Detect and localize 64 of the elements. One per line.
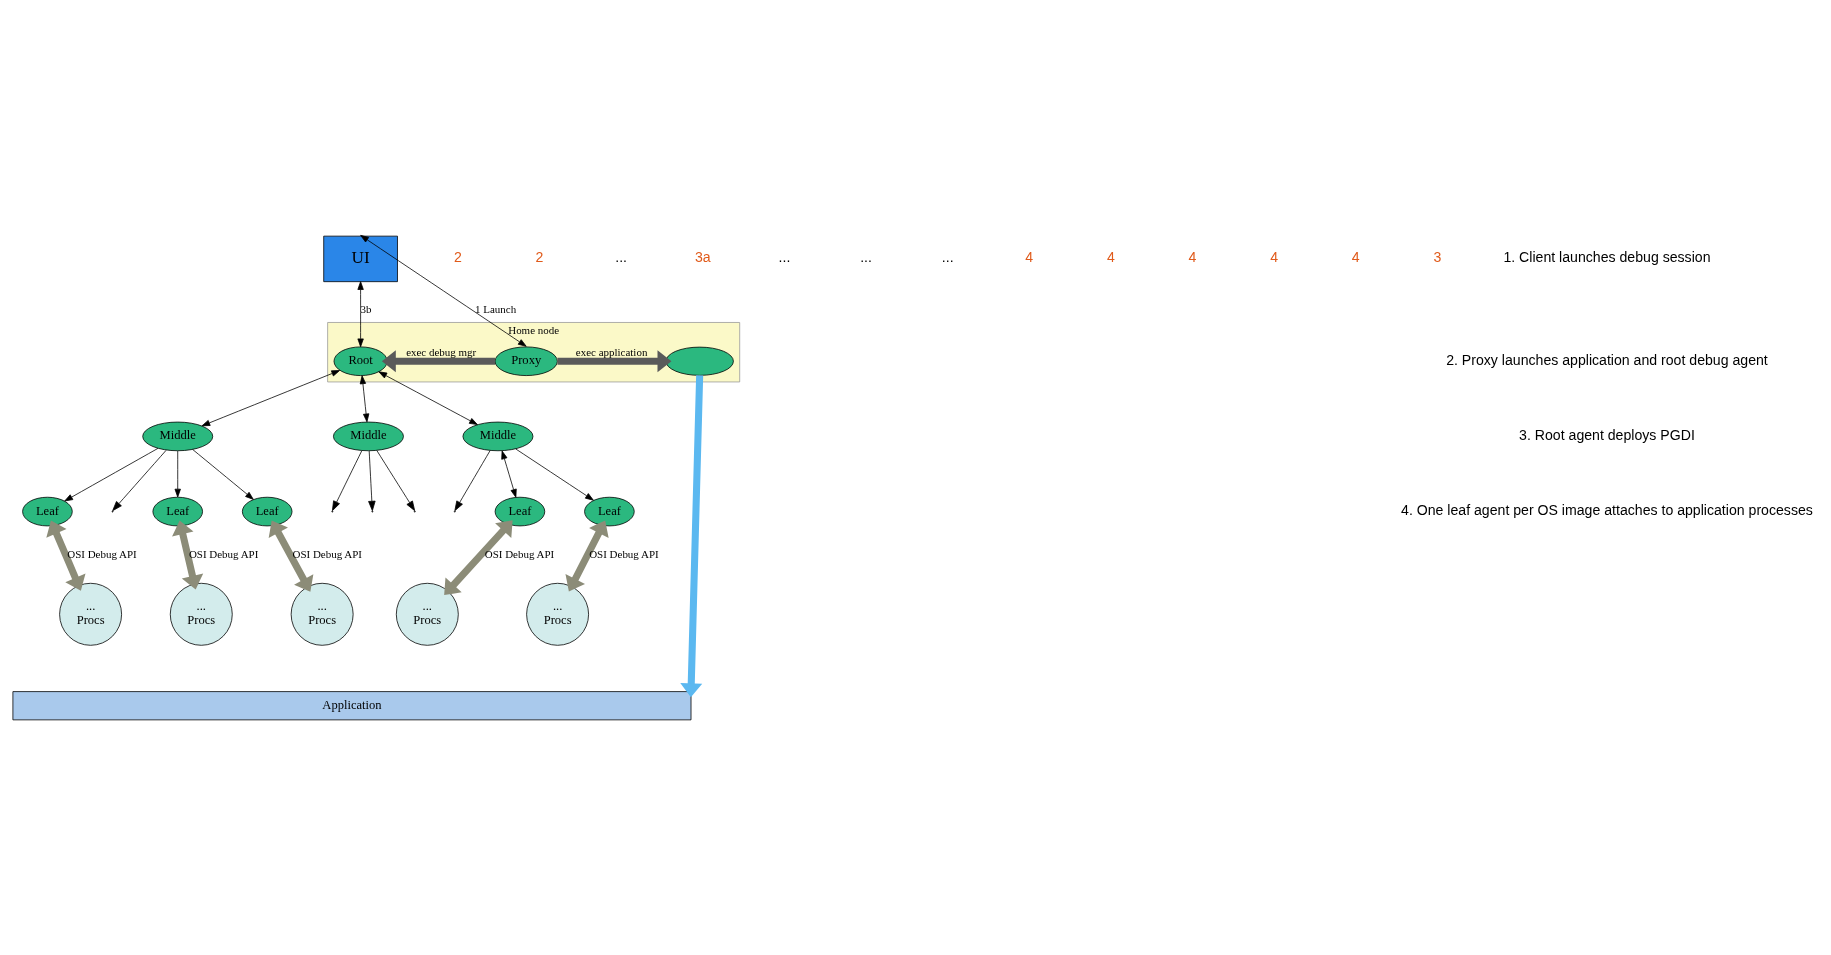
edge-label: OSI Debug API	[484, 547, 555, 560]
arrow	[376, 449, 416, 511]
label: ...	[941, 248, 954, 265]
edge-label: exec debug mgr	[406, 345, 477, 358]
arrow	[268, 520, 314, 592]
node-ellipse: Leaf	[584, 496, 635, 526]
arrow	[368, 450, 376, 511]
node-ellipse	[665, 346, 734, 376]
arrow	[112, 449, 167, 511]
arrow	[174, 450, 181, 497]
node-circle: ... Procs	[395, 582, 459, 646]
edge-label: 3b	[360, 302, 372, 315]
node-ellipse: Leaf	[242, 496, 293, 526]
edge-label: exec application	[575, 345, 648, 358]
arrow	[378, 370, 478, 425]
edge-label: OSI Debug API	[292, 547, 362, 560]
node-circle: ... Procs	[169, 582, 233, 646]
label: ...	[860, 248, 872, 265]
edge-label: OSI Debug API	[67, 547, 137, 560]
arrow	[454, 449, 491, 511]
arrow	[201, 369, 340, 426]
node-ellipse: Leaf	[152, 496, 203, 526]
edge-label: OSI Debug API	[188, 547, 259, 560]
arrow	[192, 448, 254, 500]
arrow	[444, 519, 513, 595]
arrow	[680, 374, 704, 697]
arrow	[172, 519, 204, 589]
node-circle: ... Procs	[59, 582, 122, 646]
arrow	[332, 449, 363, 511]
arrow	[360, 234, 527, 347]
arrow	[565, 520, 609, 591]
arrow	[359, 374, 370, 422]
arrow	[515, 448, 594, 501]
arrow	[64, 447, 159, 501]
label: ...	[615, 248, 628, 265]
label: 3. Root agent deploys PGDI	[1519, 426, 1695, 443]
label: 3a	[694, 248, 711, 265]
label: 4	[1025, 248, 1034, 265]
node-ellipse: Middle	[462, 421, 534, 451]
arrow	[357, 280, 364, 347]
arrow	[501, 450, 517, 498]
arrow	[557, 349, 672, 372]
label: 2	[535, 248, 544, 265]
label: ...	[778, 248, 791, 265]
node-ellipse: Proxy	[494, 346, 558, 376]
node-ellipse: Leaf	[494, 496, 546, 526]
label: 2. Proxy launches application and root debug agent	[1446, 351, 1768, 368]
arrow	[381, 349, 495, 372]
label: 3	[1433, 248, 1442, 265]
edge-label: 1 Launch	[475, 302, 517, 315]
label: 4	[1270, 248, 1279, 265]
label: 2	[453, 248, 462, 265]
node-circle: ... Procs	[290, 582, 354, 646]
label: 4	[1107, 248, 1115, 265]
label: 4. One leaf agent per OS image attaches to application processes	[1401, 501, 1813, 518]
node-circle: ... Procs	[526, 582, 589, 646]
node-ellipse: Leaf	[22, 496, 73, 526]
label: 4	[1351, 248, 1360, 265]
node-box: Application	[12, 690, 692, 720]
arrow	[46, 520, 86, 591]
node-ellipse: Middle	[333, 421, 404, 451]
edge-label: OSI Debug API	[589, 547, 659, 560]
label: 4	[1188, 248, 1197, 265]
label: 1. Client launches debug session	[1503, 248, 1711, 265]
